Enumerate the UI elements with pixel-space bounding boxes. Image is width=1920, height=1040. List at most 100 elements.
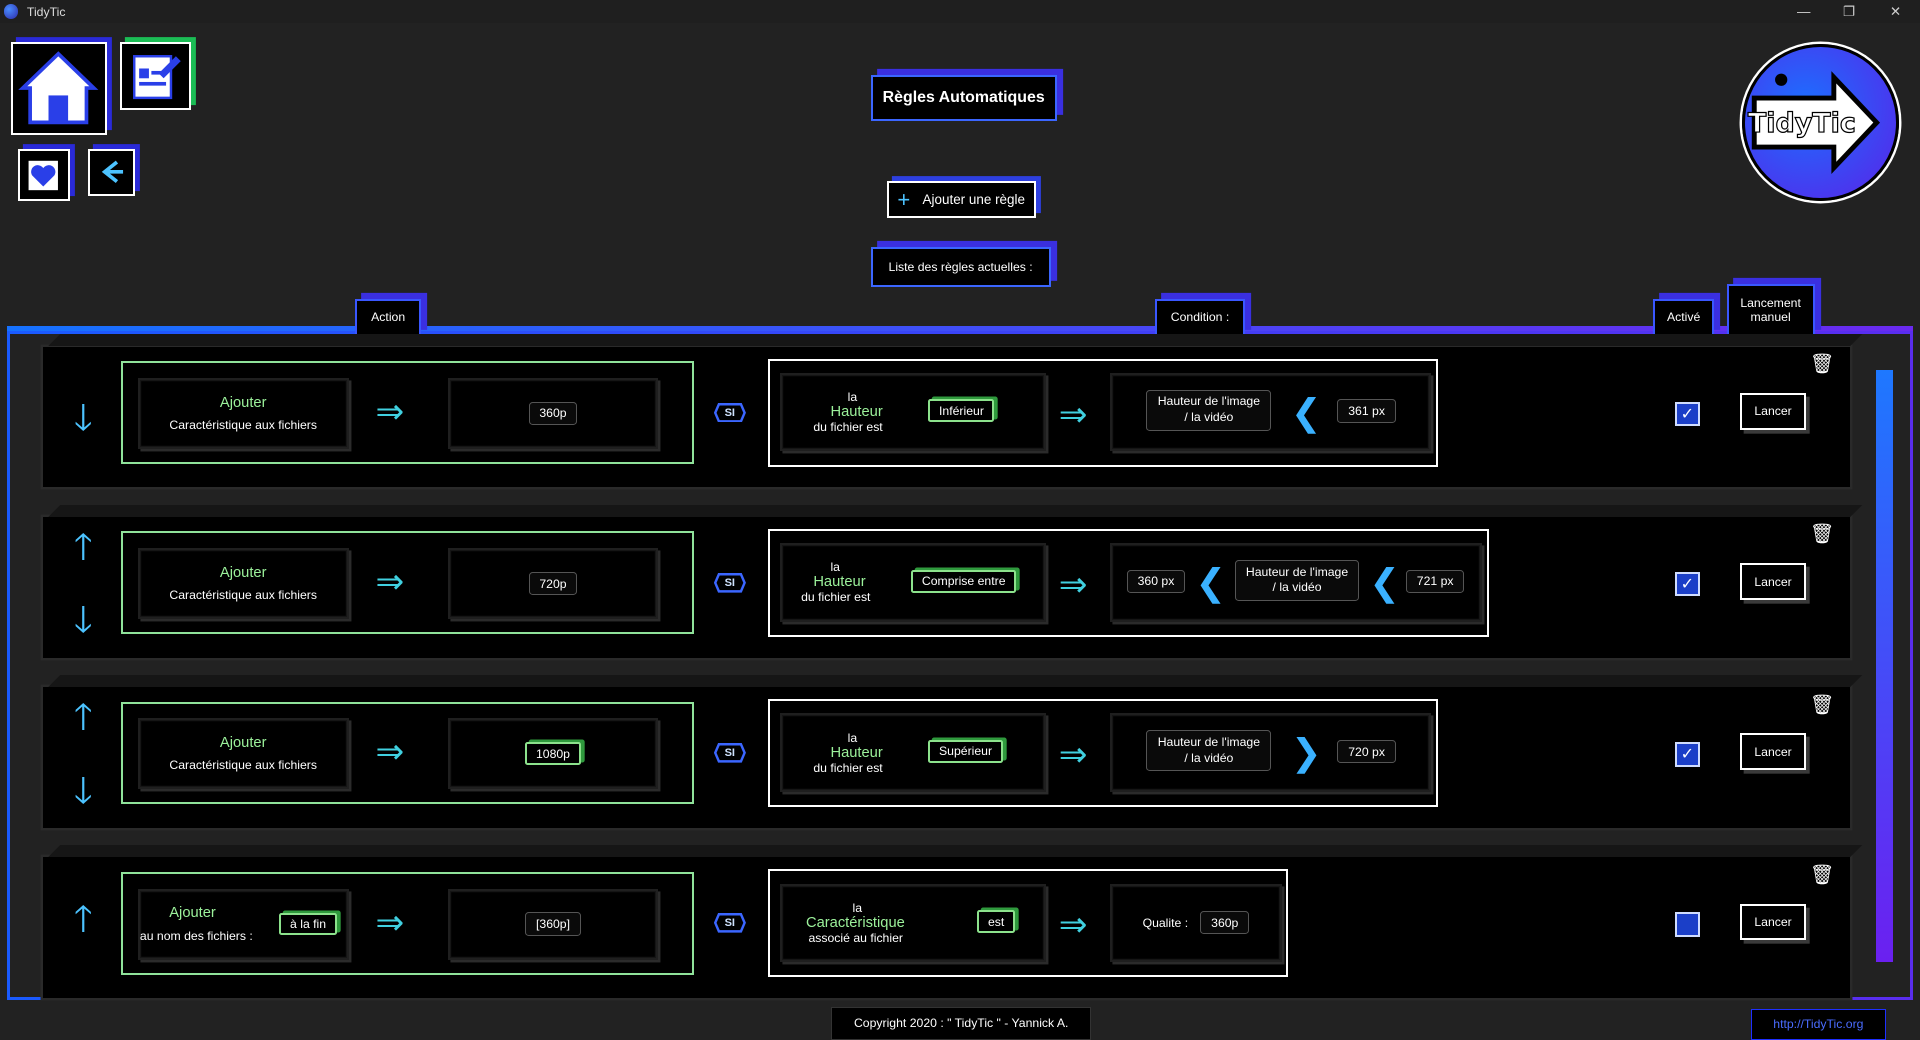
condition-subject[interactable]: la Hauteur du fichier est Inférieur — [779, 373, 1047, 452]
action-position[interactable]: à la fin — [279, 912, 337, 936]
condition-operator[interactable]: Inférieur — [928, 399, 995, 423]
condition-target[interactable]: Hauteur de l'image / la vidéo — [1146, 730, 1272, 772]
favorites-button[interactable] — [18, 149, 70, 201]
condition-box: la Caractéristique associé au fichier es… — [767, 869, 1289, 978]
action-value-box: 360p — [447, 377, 659, 449]
condition-property: Hauteur — [813, 574, 866, 591]
active-checkbox[interactable]: ✓ — [1675, 401, 1700, 427]
condition-target[interactable]: Hauteur de l'image / la vidéo — [1234, 559, 1360, 602]
window-title: TidyTic — [26, 4, 66, 19]
delete-icon[interactable]: 🗑 — [1809, 692, 1835, 716]
arrow-left-icon — [101, 160, 124, 184]
back-button[interactable] — [88, 149, 135, 196]
delete-icon[interactable]: 🗑 — [1809, 352, 1835, 376]
condition-article: la — [852, 900, 863, 915]
condition-value[interactable]: 720 px — [1337, 739, 1396, 764]
launch-button[interactable]: Lancer — [1740, 393, 1807, 430]
condition-subject[interactable]: la Hauteur du fichier est Comprise entre — [779, 543, 1047, 622]
condition-article: la — [847, 730, 858, 745]
si-label: SI — [724, 576, 735, 589]
action-value[interactable]: [360p] — [525, 912, 581, 936]
condition-subject[interactable]: la Caractéristique associé au fichier es… — [779, 883, 1047, 962]
condition-min[interactable]: 360 px — [1126, 569, 1186, 594]
move-down-icon[interactable]: 🡓 — [73, 768, 93, 812]
active-checkbox[interactable]: ✓ — [1675, 571, 1700, 597]
greater-than-icon: ❯ — [1290, 730, 1322, 774]
add-rule-button[interactable]: + Ajouter une règle — [886, 181, 1036, 218]
action-value[interactable]: 360p — [528, 401, 578, 426]
move-down-icon[interactable]: 🡓 — [73, 396, 93, 440]
action-value[interactable]: 1080p — [525, 742, 581, 766]
title-bar: TidyTic — ❐ ✕ — [0, 0, 1920, 24]
condition-value[interactable]: 360p — [1200, 911, 1250, 935]
logo-arrow-icon — [1751, 71, 1880, 175]
less-than-icon: ❮ — [1369, 560, 1401, 604]
condition-operator[interactable]: Supérieur — [928, 739, 1003, 763]
action-title: Ajouter — [219, 564, 267, 581]
restore-button[interactable]: ❐ — [1842, 3, 1856, 19]
delete-icon[interactable]: 🗑 — [1809, 862, 1835, 886]
active-checkbox[interactable]: ✓ — [1675, 742, 1700, 767]
move-down-icon[interactable]: 🡓 — [73, 598, 93, 642]
delete-icon[interactable]: 🗑 — [1809, 522, 1835, 546]
column-manual-launch: Lancement manuel — [1726, 284, 1815, 336]
action-box: Ajouter au nom des fichiers : à la fin ⇒… — [121, 871, 695, 975]
condition-property: Caractéristique — [806, 914, 905, 931]
launch-button[interactable]: Lancer — [1740, 563, 1807, 600]
arrow-right-icon: ⇒ — [375, 392, 405, 433]
rule-row: 🡑 🡓 Ajouter Caractéristique aux fichiers… — [42, 686, 1851, 828]
action-value[interactable]: 720p — [528, 571, 578, 596]
less-than-icon: ❮ — [1195, 560, 1227, 604]
arrow-right-icon: ⇒ — [1058, 734, 1088, 775]
action-type[interactable]: Ajouter Caractéristique aux fichiers — [137, 377, 349, 449]
condition-property: Hauteur — [830, 744, 883, 761]
action-type[interactable]: Ajouter au nom des fichiers : à la fin — [137, 888, 349, 960]
action-type[interactable]: Ajouter Caractéristique aux fichiers — [137, 548, 349, 620]
launch-button[interactable]: Lancer — [1740, 733, 1807, 771]
condition-target: Qualite : — [1142, 915, 1189, 930]
edit-rules-button[interactable] — [120, 41, 192, 111]
condition-max[interactable]: 721 px — [1406, 569, 1465, 594]
column-action: Action — [355, 298, 422, 336]
action-box: Ajouter Caractéristique aux fichiers ⇒ 7… — [121, 531, 695, 635]
condition-operator[interactable]: Comprise entre — [911, 569, 1017, 593]
si-badge: SI — [713, 573, 746, 593]
home-icon — [18, 50, 99, 124]
active-checkbox[interactable] — [1675, 912, 1700, 937]
action-title: Ajouter — [219, 735, 267, 752]
home-button[interactable] — [11, 41, 107, 135]
scrollbar[interactable] — [1875, 369, 1894, 963]
condition-target[interactable]: Hauteur de l'image / la vidéo — [1146, 389, 1272, 431]
condition-target-box: Qualite : 360p — [1110, 883, 1282, 962]
app-icon — [3, 4, 19, 19]
move-up-icon[interactable]: 🡑 — [73, 897, 93, 941]
rule-row: 🡑 🡓 Ajouter Caractéristique aux fichiers… — [42, 516, 1851, 658]
condition-target-box: 360 px ❮ Hauteur de l'image / la vidéo ❮… — [1110, 543, 1483, 622]
launch-button[interactable]: Lancer — [1740, 903, 1807, 941]
condition-property: Hauteur — [830, 404, 883, 421]
tidytic-logo: TidyTic — [1742, 44, 1900, 201]
close-button[interactable]: ✕ — [1889, 3, 1902, 19]
rule-row: 🡓 Ajouter Caractéristique aux fichiers ⇒… — [42, 346, 1851, 488]
condition-subject[interactable]: la Hauteur du fichier est Supérieur — [779, 713, 1047, 792]
rule-row: 🡑 Ajouter au nom des fichiers : à la fin… — [42, 857, 1851, 998]
rules-panel-topbar — [7, 325, 1913, 335]
document-edit-icon — [133, 54, 181, 99]
si-badge: SI — [713, 743, 746, 763]
arrow-right-icon: ⇒ — [375, 902, 405, 943]
condition-target-box: Hauteur de l'image / la vidéo ❯ 720 px — [1110, 713, 1431, 792]
arrow-right-icon: ⇒ — [375, 562, 405, 603]
condition-operator[interactable]: est — [977, 910, 1015, 933]
action-subtitle: Caractéristique aux fichiers — [169, 418, 317, 433]
action-type[interactable]: Ajouter Caractéristique aux fichiers — [137, 718, 349, 790]
move-up-icon[interactable]: 🡑 — [73, 695, 93, 739]
condition-box: la Hauteur du fichier est Inférieur ⇒ Ha… — [767, 358, 1438, 467]
minimize-button[interactable]: — — [1796, 4, 1811, 20]
condition-value[interactable]: 361 px — [1337, 399, 1396, 423]
column-active: Activé — [1653, 298, 1715, 336]
website-link[interactable]: http://TidyTic.org — [1751, 1008, 1886, 1040]
arrow-right-icon: ⇒ — [1058, 394, 1088, 435]
arrow-right-icon: ⇒ — [1058, 905, 1088, 946]
move-up-icon[interactable]: 🡑 — [73, 524, 93, 568]
condition-target-box: Hauteur de l'image / la vidéo ❮ 361 px — [1110, 373, 1431, 452]
